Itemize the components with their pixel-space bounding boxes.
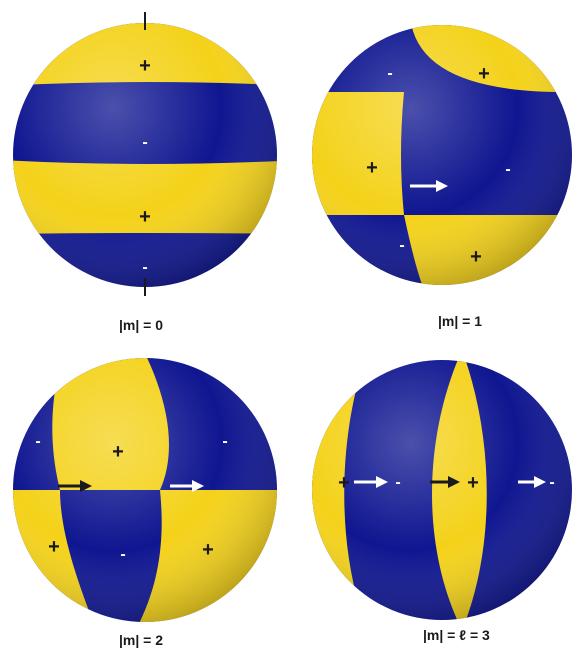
sign-label: +: [139, 206, 151, 228]
x-axis-arrowhead: [80, 480, 92, 492]
z-axis-arrowhead: [534, 476, 546, 488]
sign-label: -: [395, 474, 400, 491]
sign-label: -: [120, 546, 125, 563]
sphere-m0: + - + -: [13, 12, 277, 296]
y-axis-arrowhead: [192, 480, 204, 492]
sign-label: +: [202, 539, 214, 561]
sign-label: -: [549, 474, 554, 491]
sign-label: +: [139, 55, 151, 77]
sign-label: +: [48, 536, 60, 558]
x-axis-arrowhead: [436, 180, 448, 192]
sphere-m1: - + + - - +: [312, 25, 572, 285]
sign-label: +: [338, 472, 350, 494]
sign-label: +: [478, 63, 490, 85]
sign-label: -: [142, 259, 147, 276]
caption-m1: |m| = 1: [438, 313, 483, 329]
sign-label: +: [470, 246, 482, 268]
sign-label: +: [467, 472, 479, 494]
sign-label: -: [505, 161, 510, 178]
caption-m3: |m| = ℓ = 3: [423, 627, 490, 643]
sign-label: -: [35, 433, 40, 450]
sphere-m2: - + - + - +: [13, 358, 277, 622]
sign-label: -: [222, 433, 227, 450]
caption-m2: |m| = 2: [119, 632, 164, 648]
sphere-m3: + - + -: [312, 360, 572, 620]
sign-label: -: [142, 134, 147, 151]
y-axis-arrowhead: [448, 476, 460, 488]
sign-label: +: [366, 157, 378, 179]
sign-label: -: [387, 65, 392, 82]
caption-m0: |m| = 0: [119, 317, 164, 333]
sign-label: +: [112, 441, 124, 463]
x-axis-arrowhead: [376, 476, 388, 488]
sign-label: -: [399, 237, 404, 254]
